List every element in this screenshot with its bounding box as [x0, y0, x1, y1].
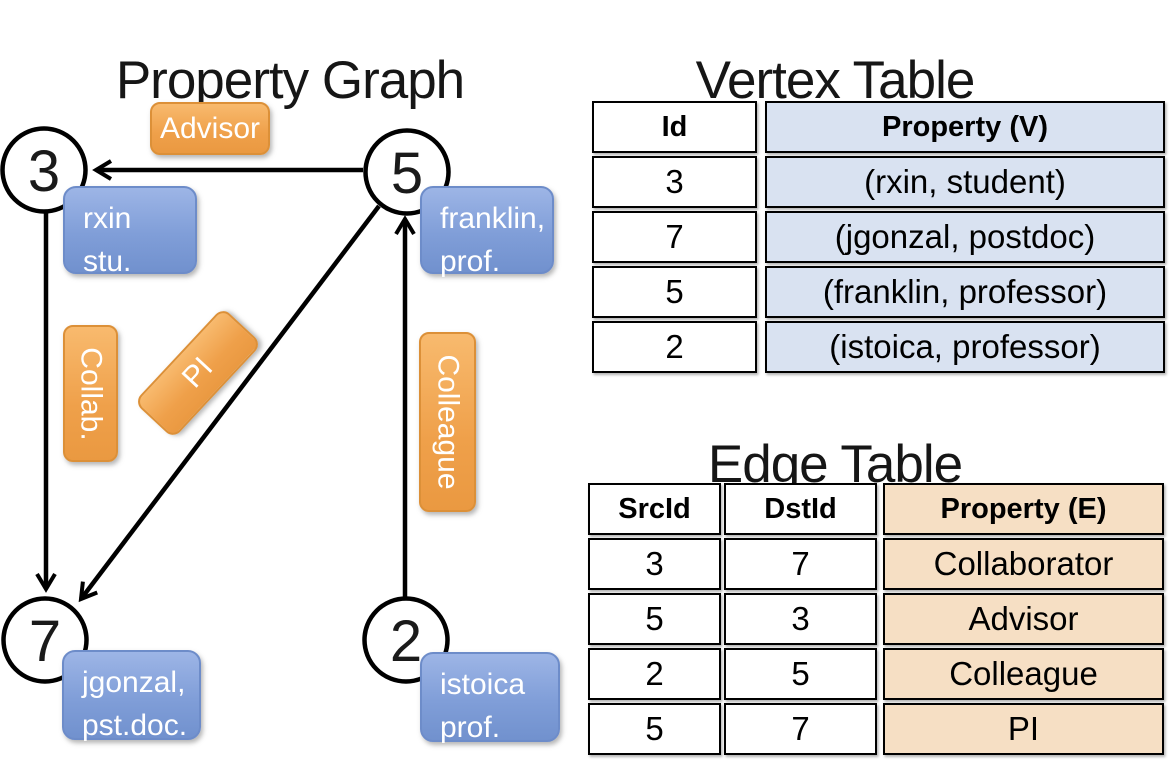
vertex-label-rxin-line2: stu. [83, 245, 132, 278]
edge-table-property-cell: PI [883, 703, 1164, 755]
edge-table-property-column: Property (E) Collaborator Advisor Collea… [883, 483, 1164, 755]
edge-label-colleague: Colleague [419, 332, 476, 512]
vertex-table-property-cell: (jgonzal, postdoc) [765, 211, 1165, 263]
edge-table-dstid-header: DstId [724, 483, 877, 535]
edge-table-property-cell: Collaborator [883, 538, 1164, 590]
vertex-table-property-cell: (franklin, professor) [765, 266, 1165, 318]
edge-table: SrcId 3 5 2 5 DstId 7 3 5 7 Property (E)… [588, 483, 1164, 755]
edge-table-property-cell: Advisor [883, 593, 1164, 645]
edge-label-colleague-text: Colleague [431, 354, 465, 490]
vertex-label-rxin: rxin stu. [63, 186, 197, 278]
node-3-id: 3 [28, 139, 60, 204]
tables-panel: Vertex Table Id 3 7 5 2 Property (V) (rx… [580, 0, 1170, 760]
edge-label-advisor-text: Advisor [159, 111, 261, 145]
edge-table-property-cell: Colleague [883, 648, 1164, 700]
edge-table-srcid-cell: 5 [588, 703, 721, 755]
vertex-table-id-cell: 7 [592, 211, 757, 263]
edge-table-dstid-cell: 5 [724, 648, 877, 700]
vertex-table-id-header: Id [592, 101, 757, 153]
vertex-label-rxin-line1: rxin [83, 202, 132, 235]
node-5-id: 5 [391, 141, 423, 206]
vertex-label-jgonzal: jgonzal, pst.doc. [62, 650, 201, 742]
edge-table-property-header: Property (E) [883, 483, 1164, 535]
vertex-label-istoica: istoica prof. [420, 652, 560, 744]
node-2-id: 2 [390, 609, 422, 674]
edge-label-collab: Collab. [63, 325, 118, 462]
property-graph-panel: Property Graph 3 5 7 2 Advisor [0, 0, 580, 760]
edge-table-dstid-column: DstId 7 3 5 7 [724, 483, 877, 755]
edge-table-srcid-cell: 5 [588, 593, 721, 645]
edge-table-srcid-cell: 2 [588, 648, 721, 700]
vertex-table-id-cell: 3 [592, 156, 757, 208]
vertex-table-id-column: Id 3 7 5 2 [592, 101, 757, 373]
node-7-id: 7 [29, 609, 61, 674]
edge-table-dstid-cell: 7 [724, 703, 877, 755]
vertex-label-franklin: franklin, prof. [420, 186, 554, 278]
vertex-label-franklin-line2: prof. [440, 245, 501, 278]
edge-table-srcid-cell: 3 [588, 538, 721, 590]
vertex-table-id-cell: 2 [592, 321, 757, 373]
vertex-label-istoica-line2: prof. [440, 711, 501, 744]
vertex-table-id-cell: 5 [592, 266, 757, 318]
vertex-label-istoica-line1: istoica [440, 668, 526, 701]
vertex-table: Id 3 7 5 2 Property (V) (rxin, student) … [592, 101, 1165, 373]
vertex-table-property-cell: (istoica, professor) [765, 321, 1165, 373]
vertex-table-title: Vertex Table [695, 50, 976, 110]
vertex-label-franklin-line1: franklin, [440, 202, 546, 235]
edge-label-collab-text: Collab. [74, 346, 108, 441]
vertex-label-jgonzal-line1: jgonzal, [82, 666, 186, 699]
property-graph-title: Property Graph [115, 50, 465, 110]
vertex-table-property-cell: (rxin, student) [765, 156, 1165, 208]
edge-label-advisor: Advisor [150, 102, 270, 155]
edge-table-dstid-cell: 7 [724, 538, 877, 590]
edge-table-dstid-cell: 3 [724, 593, 877, 645]
edge-label-pi-text: PI [175, 351, 220, 395]
edge-pi-arrow-5-to-7 [78, 204, 381, 603]
vertex-label-jgonzal-line2: pst.doc. [82, 709, 188, 742]
edge-table-srcid-column: SrcId 3 5 2 5 [588, 483, 721, 755]
edge-table-srcid-header: SrcId [588, 483, 721, 535]
vertex-table-property-header: Property (V) [765, 101, 1165, 153]
vertex-table-property-column: Property (V) (rxin, student) (jgonzal, p… [765, 101, 1165, 373]
